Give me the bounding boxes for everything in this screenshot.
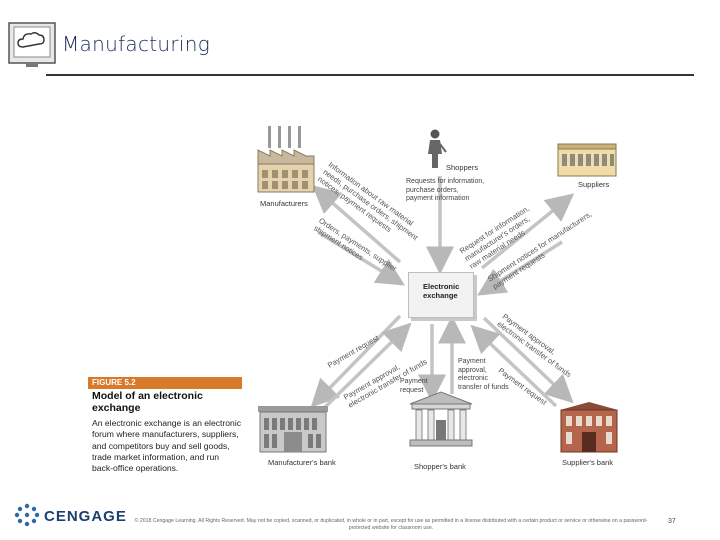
slide-title: Manufacturing <box>62 32 211 56</box>
figure-title: Model of an electronic exchange <box>92 390 203 414</box>
title-divider <box>46 74 694 76</box>
manufacturers-label: Manufacturers <box>260 199 308 208</box>
cengage-logo-text: CENGAGE <box>44 508 127 525</box>
manufacturers-bank-icon <box>258 406 328 453</box>
supplier-building-icon <box>557 143 617 177</box>
arrow-manufacturers-to-exchange <box>317 230 405 286</box>
suppliers-label: Suppliers <box>578 180 610 189</box>
shoppers-bank-approval-line-4: transfer of funds <box>458 383 509 391</box>
exchange-label-line-2: exchange <box>423 291 458 300</box>
shoppers-requests-line-1: Requests for information, <box>406 178 485 185</box>
shoppers-label: Shoppers <box>446 163 479 172</box>
copyright-notice: © 2018 Cengage Learning. All Rights Rese… <box>134 518 648 531</box>
suppliers-bank-label: Supplier's bank <box>562 458 614 467</box>
factory-icon <box>257 126 315 193</box>
shoppers-bank-label: Shopper's bank <box>414 462 466 471</box>
arrow-exchange-to-manufacturers <box>312 185 402 264</box>
arrow-supplier-bank-to-exchange <box>470 324 558 408</box>
arrow-exchange-to-suppliers <box>480 193 575 270</box>
figure-body: An electronic exchange is an electronic … <box>92 418 242 474</box>
manufacturers-bank-label: Manufacturer's bank <box>268 458 336 467</box>
shoppers-bank-icon <box>409 391 473 447</box>
shoppers-bank-approval-line-2: approval, <box>458 366 487 374</box>
shoppers-requests-line-2: purchase orders, <box>406 186 459 194</box>
page-number: 37 <box>668 518 676 525</box>
shoppers-requests-line-3: payment information <box>406 195 470 202</box>
cengage-dots-icon <box>14 503 40 527</box>
electronic-exchange-label: Electronic exchange <box>423 282 473 300</box>
title-icon-frame <box>8 22 56 70</box>
shoppers-bank-request-text: Payment request <box>400 378 444 395</box>
shopper-person-icon <box>428 129 447 168</box>
arrow-suppliers-to-exchange <box>477 240 563 296</box>
shoppers-bank-request-line-2: request <box>400 386 424 394</box>
shoppers-bank-approval-line-1: Payment <box>458 358 486 365</box>
shoppers-bank-approval-line-3: electronic <box>458 375 488 382</box>
shoppers-bank-approval-text: Payment approval, electronic transfer of… <box>458 358 528 392</box>
cloud-monitor-icon <box>8 22 56 67</box>
shoppers-bank-request-line-1: Payment <box>400 378 428 385</box>
suppliers-bank-icon <box>560 402 618 453</box>
electronic-exchange-box <box>408 272 474 318</box>
arrow-mfr-bank-to-exchange <box>318 322 412 414</box>
exchange-label-line-1: Electronic <box>423 282 460 291</box>
figure-tag: FIGURE 5.2 <box>88 377 242 389</box>
shoppers-requests-text: Requests for information, purchase order… <box>406 178 506 204</box>
